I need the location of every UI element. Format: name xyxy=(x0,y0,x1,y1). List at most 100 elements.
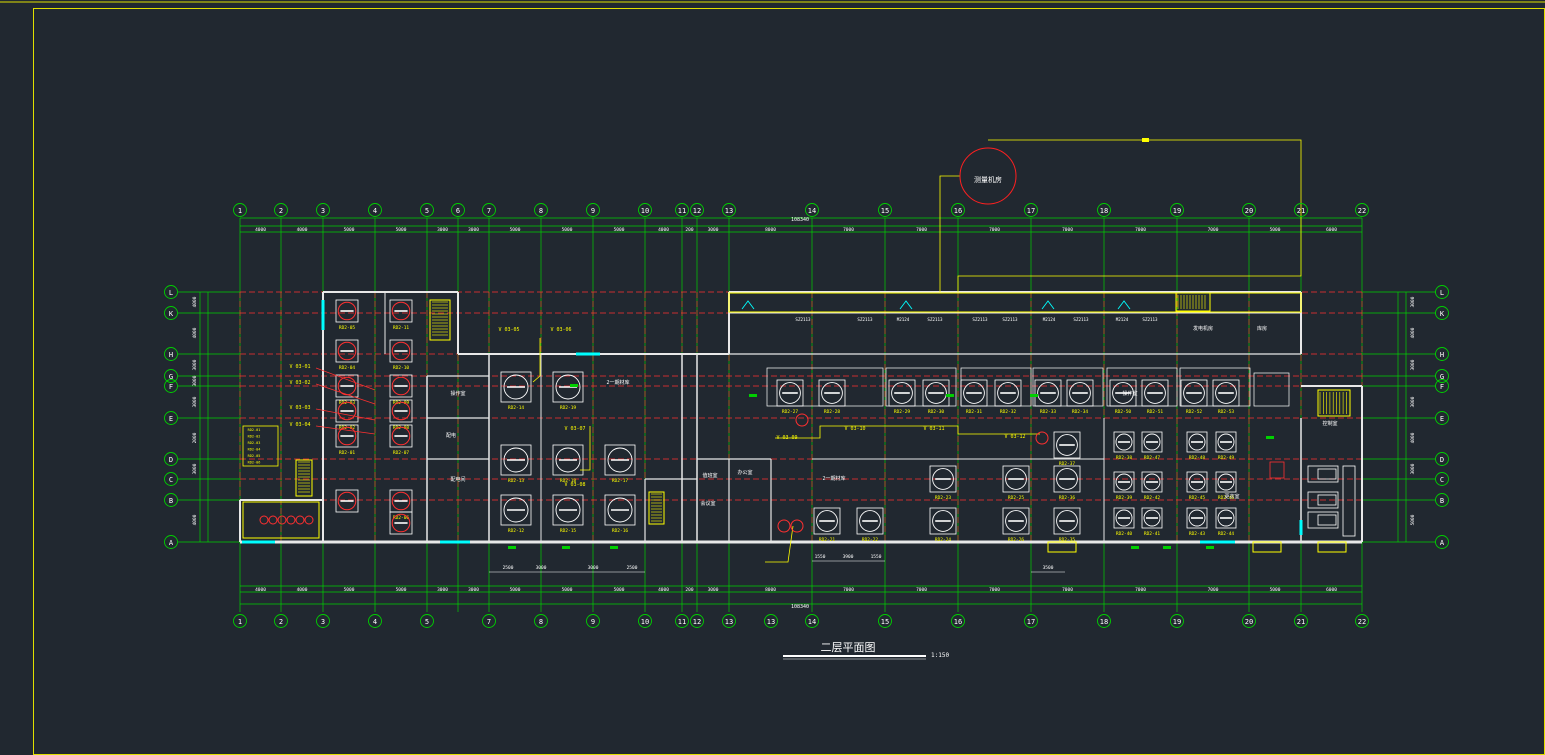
grid-bubble-20[interactable]: 20 xyxy=(1242,203,1256,217)
grid-bubble-F[interactable]: F xyxy=(164,379,178,393)
pump-unit[interactable]: RD2-11 xyxy=(389,299,413,331)
chiller-unit[interactable]: RD2-14 xyxy=(500,371,532,411)
grid-bubble-B[interactable]: B xyxy=(1435,493,1449,507)
grid-bubble-9[interactable]: 9 xyxy=(586,614,600,628)
grid-bubble-F[interactable]: F xyxy=(1435,379,1449,393)
pump-unit-extra[interactable] xyxy=(335,489,359,513)
grid-bubble-17[interactable]: 17 xyxy=(1024,203,1038,217)
grid-bubble-21[interactable]: 21 xyxy=(1294,614,1308,628)
grid-bubble-D[interactable]: D xyxy=(1435,452,1449,466)
grid-bubble-8[interactable]: 8 xyxy=(534,203,548,217)
grid-bubble-K[interactable]: K xyxy=(1435,306,1449,320)
grid-bubble-C[interactable]: C xyxy=(164,472,178,486)
fcu-unit[interactable]: RD2-37 xyxy=(1053,431,1081,467)
pump-unit[interactable]: RD2-02 xyxy=(335,399,359,431)
fcu-unit[interactable]: RD2-21 xyxy=(813,507,841,543)
ahu-unit[interactable]: RD2-29 xyxy=(888,379,916,415)
fcu-unit[interactable]: RD2-36 xyxy=(1053,465,1081,501)
grid-bubble-15[interactable]: 15 xyxy=(878,203,892,217)
fcu-unit[interactable]: RD2-46 xyxy=(1215,471,1237,501)
pump-unit[interactable]: RD2-07 xyxy=(389,424,413,456)
grid-bubble-19[interactable]: 19 xyxy=(1170,614,1184,628)
grid-bubble-13[interactable]: 13 xyxy=(722,203,736,217)
grid-bubble-G[interactable]: G xyxy=(164,369,178,383)
ahu-unit[interactable]: RD2-53 xyxy=(1212,379,1240,415)
grid-bubble-H[interactable]: H xyxy=(1435,347,1449,361)
grid-bubble-B[interactable]: B xyxy=(164,493,178,507)
grid-bubble-18[interactable]: 18 xyxy=(1097,203,1111,217)
grid-bubble-6[interactable]: 6 xyxy=(451,203,465,217)
pump-unit[interactable]: RD2-01 xyxy=(335,424,359,456)
fcu-unit[interactable]: RD2-49 xyxy=(1215,431,1237,461)
grid-bubble-18[interactable]: 18 xyxy=(1097,614,1111,628)
ahu-unit[interactable]: RD2-32 xyxy=(994,379,1022,415)
pump-unit[interactable]: RD2-10 xyxy=(389,339,413,371)
grid-bubble-7[interactable]: 7 xyxy=(482,614,496,628)
ahu-unit[interactable]: RD2-34 xyxy=(1066,379,1094,415)
pump-unit[interactable]: RD2-04 xyxy=(335,339,359,371)
grid-bubble-2[interactable]: 2 xyxy=(274,203,288,217)
grid-bubble-9[interactable]: 9 xyxy=(586,203,600,217)
grid-bubble-10[interactable]: 10 xyxy=(638,614,652,628)
grid-bubble-16[interactable]: 16 xyxy=(951,203,965,217)
ahu-unit[interactable]: RD2-50 xyxy=(1109,379,1137,415)
grid-bubble-L[interactable]: L xyxy=(164,285,178,299)
fcu-unit[interactable]: RD2-48 xyxy=(1186,431,1208,461)
grid-bubble-20[interactable]: 20 xyxy=(1242,614,1256,628)
grid-bubble-E[interactable]: E xyxy=(1435,411,1449,425)
grid-bubble-C[interactable]: C xyxy=(1435,472,1449,486)
grid-bubble-1[interactable]: 1 xyxy=(233,203,247,217)
grid-bubble-19[interactable]: 19 xyxy=(1170,203,1184,217)
grid-bubble-A[interactable]: A xyxy=(1435,535,1449,549)
grid-bubble-3[interactable]: 3 xyxy=(316,203,330,217)
grid-bubble-A[interactable]: A xyxy=(164,535,178,549)
grid-bubble-16[interactable]: 16 xyxy=(951,614,965,628)
fcu-unit[interactable]: RD2-24 xyxy=(929,507,957,543)
pump-unit[interactable]: RD2-06 xyxy=(389,489,413,521)
grid-bubble-10[interactable]: 10 xyxy=(638,203,652,217)
fcu-unit[interactable]: RD2-26 xyxy=(1002,507,1030,543)
grid-bubble-D[interactable]: D xyxy=(164,452,178,466)
fcu-unit[interactable]: RD2-42 xyxy=(1141,471,1163,501)
grid-bubble-G[interactable]: G xyxy=(1435,369,1449,383)
grid-bubble-8[interactable]: 8 xyxy=(534,614,548,628)
ahu-unit[interactable]: RD2-28 xyxy=(818,379,846,415)
grid-bubble-2[interactable]: 2 xyxy=(274,614,288,628)
grid-bubble-14[interactable]: 14 xyxy=(805,614,819,628)
grid-bubble-14[interactable]: 14 xyxy=(805,203,819,217)
grid-bubble-4[interactable]: 4 xyxy=(368,203,382,217)
grid-bubble-13[interactable]: 13 xyxy=(722,614,736,628)
fcu-unit[interactable]: RD2-35 xyxy=(1053,507,1081,543)
fcu-unit[interactable]: RD2-38 xyxy=(1113,431,1135,461)
grid-bubble-5[interactable]: 5 xyxy=(420,203,434,217)
grid-bubble-5[interactable]: 5 xyxy=(420,614,434,628)
grid-bubble-21[interactable]: 21 xyxy=(1294,203,1308,217)
grid-bubble-15[interactable]: 15 xyxy=(878,614,892,628)
chiller-unit[interactable]: RD2-18 xyxy=(552,444,584,484)
pump-unit[interactable]: RD2-08 xyxy=(389,399,413,431)
chiller-unit[interactable]: RD2-12 xyxy=(500,494,532,534)
ahu-unit[interactable]: RD2-27 xyxy=(776,379,804,415)
grid-bubble-12[interactable]: 12 xyxy=(690,203,704,217)
grid-bubble-17[interactable]: 17 xyxy=(1024,614,1038,628)
chiller-unit[interactable]: RD2-13 xyxy=(500,444,532,484)
grid-bubble-H[interactable]: H xyxy=(164,347,178,361)
fcu-unit[interactable]: RD2-44 xyxy=(1215,507,1237,537)
grid-bubble-3[interactable]: 3 xyxy=(316,614,330,628)
grid-bubble-4[interactable]: 4 xyxy=(368,614,382,628)
grid-bubble-11[interactable]: 11 xyxy=(675,203,689,217)
grid-bubble-7[interactable]: 7 xyxy=(482,203,496,217)
callout-circle[interactable]: 测量机房 xyxy=(959,147,1017,205)
ahu-unit[interactable]: RD2-30 xyxy=(922,379,950,415)
pump-unit-extra[interactable] xyxy=(389,511,413,535)
grid-bubble-1[interactable]: 1 xyxy=(233,614,247,628)
fcu-unit[interactable]: RD2-22 xyxy=(856,507,884,543)
chiller-unit[interactable]: RD2-15 xyxy=(552,494,584,534)
chiller-unit[interactable]: RD2-16 xyxy=(604,494,636,534)
pump-unit[interactable]: RD2-03 xyxy=(335,374,359,406)
fcu-unit[interactable]: RD2-23 xyxy=(929,465,957,501)
grid-bubble-E[interactable]: E xyxy=(164,411,178,425)
ahu-unit[interactable]: RD2-52 xyxy=(1180,379,1208,415)
grid-bubble-L[interactable]: L xyxy=(1435,285,1449,299)
ahu-unit[interactable]: RD2-33 xyxy=(1034,379,1062,415)
